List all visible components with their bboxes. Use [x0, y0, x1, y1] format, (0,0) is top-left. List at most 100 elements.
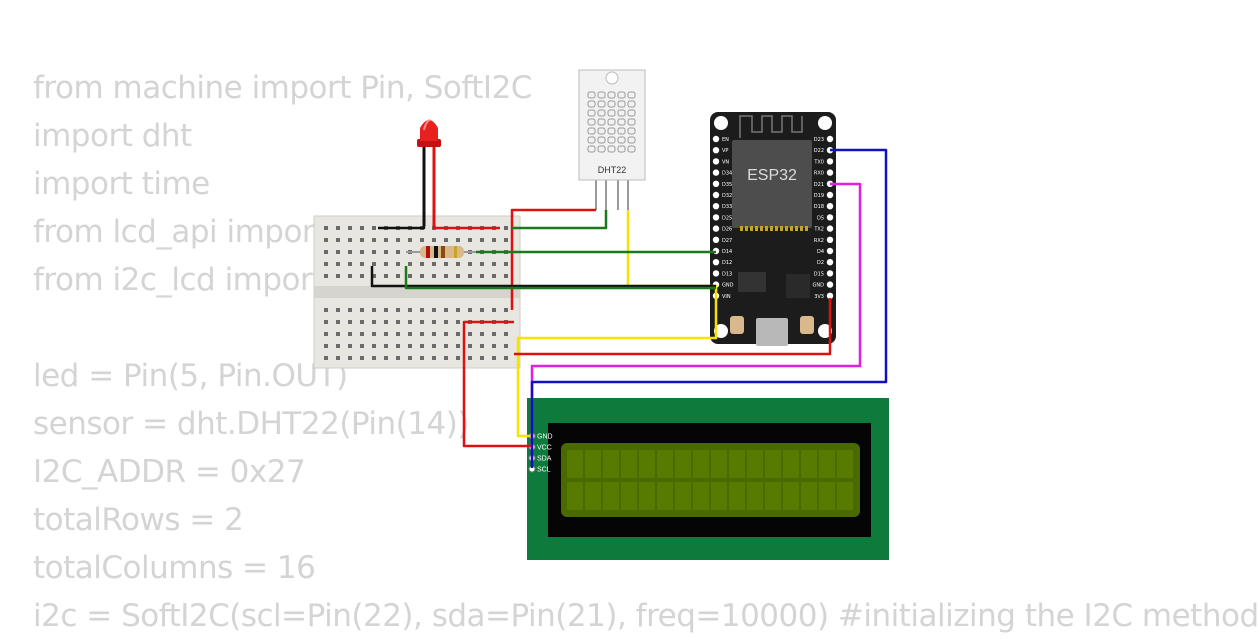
resistor[interactable]	[406, 246, 476, 258]
esp32-pin[interactable]	[826, 236, 834, 243]
breadboard-hole	[348, 262, 352, 266]
module-pad	[795, 226, 798, 231]
breadboard-hole	[324, 262, 328, 266]
breadboard-hole	[336, 320, 340, 324]
lcd-cell	[657, 482, 673, 510]
dht22-sensor[interactable]: DHT22	[578, 69, 646, 210]
breadboard-hole	[420, 320, 424, 324]
esp32-pin-label: D21	[814, 182, 824, 188]
esp32-pin[interactable]	[712, 270, 720, 277]
esp32-pin[interactable]	[712, 214, 720, 221]
esp32-pin[interactable]	[826, 169, 834, 176]
esp32-pin[interactable]	[826, 191, 834, 199]
breadboard-hole	[456, 332, 460, 336]
en-button[interactable]	[730, 316, 744, 334]
esp32-pin-label: D14	[722, 249, 732, 255]
dht22-vent-slot	[627, 136, 636, 144]
esp32-pin[interactable]	[712, 191, 720, 199]
code-line: totalRows = 2	[33, 502, 244, 538]
lcd-cell	[801, 450, 817, 478]
breadboard-hole	[456, 320, 460, 324]
esp32-pin-label: D2	[817, 260, 824, 266]
esp32-pin-label: VP	[722, 148, 728, 154]
dht22-vent-slot	[587, 109, 596, 117]
esp32-pin[interactable]	[826, 214, 834, 221]
breadboard-hole	[384, 250, 388, 254]
lcd-cell	[819, 450, 835, 478]
breadboard-hole	[432, 356, 436, 360]
breadboard-hole	[360, 356, 364, 360]
esp32-pin[interactable]	[712, 147, 720, 154]
esp32-pin[interactable]	[712, 169, 720, 176]
esp32-pin[interactable]	[712, 203, 720, 210]
esp32-pin-label: D12	[722, 260, 732, 266]
lcd-cell	[675, 450, 691, 478]
breadboard-hole	[420, 274, 424, 278]
lcd-cell	[747, 482, 763, 510]
breadboard-hole	[360, 250, 364, 254]
code-line: I2C_ADDR = 0x27	[33, 454, 306, 490]
breadboard-hole	[360, 320, 364, 324]
lcd-cell	[693, 482, 709, 510]
breadboard-hole	[432, 274, 436, 278]
esp32-pin[interactable]	[826, 225, 834, 232]
esp32-pin[interactable]	[826, 203, 834, 210]
circuit-diagram: DHT22 ESP32 ENVPVND34D35D32D33D25D26D27D…	[313, 69, 889, 560]
breadboard-hole	[336, 332, 340, 336]
esp32-pin[interactable]	[826, 158, 834, 165]
wire-dht-vcc	[510, 208, 596, 310]
esp32-pin[interactable]	[712, 236, 720, 243]
breadboard-hole	[444, 238, 448, 242]
esp32-pin[interactable]	[826, 259, 834, 266]
breadboard-hole	[420, 238, 424, 242]
breadboard-hole	[480, 274, 484, 278]
breadboard-hole	[336, 250, 340, 254]
mount-hole	[714, 324, 728, 338]
esp32-board[interactable]: ESP32 ENVPVND34D35D32D33D25D26D27D14D12D…	[710, 112, 836, 346]
esp32-pin[interactable]	[826, 247, 834, 255]
breadboard-hole	[348, 320, 352, 324]
esp32-pin-label: GND	[813, 283, 825, 289]
esp32-pin[interactable]	[712, 158, 720, 165]
esp32-pin[interactable]	[826, 281, 834, 288]
dht22-vent-slot	[597, 136, 606, 144]
mount-hole	[714, 116, 728, 130]
breadboard-hole	[492, 238, 496, 242]
breadboard-hole	[504, 238, 508, 242]
breadboard-hole	[444, 356, 448, 360]
esp32-pin[interactable]	[712, 180, 720, 187]
lcd-cell	[675, 482, 691, 510]
module-pad	[800, 226, 803, 231]
lcd-cell	[693, 450, 709, 478]
breadboard[interactable]	[313, 215, 521, 369]
module-pad	[760, 226, 763, 231]
breadboard-hole	[384, 356, 388, 360]
lcd-pin-label: VCC	[537, 445, 552, 452]
lcd-cell	[837, 482, 853, 510]
usb-port[interactable]	[756, 318, 788, 346]
breadboard-hole	[480, 238, 484, 242]
esp32-pin[interactable]	[826, 135, 834, 143]
breadboard-hole	[480, 332, 484, 336]
breadboard-hole	[324, 238, 328, 242]
dht22-vent-slot	[597, 118, 606, 126]
esp32-pin[interactable]	[712, 259, 720, 266]
red-led[interactable]	[417, 119, 441, 226]
resistor-band	[434, 246, 438, 258]
wire-led-gnd	[378, 226, 426, 230]
lcd-cell	[567, 482, 583, 510]
module-pad	[790, 226, 793, 231]
esp32-pin[interactable]	[712, 225, 720, 232]
breadboard-hole	[348, 308, 352, 312]
breadboard-hole	[384, 262, 388, 266]
esp32-pin[interactable]	[826, 292, 834, 299]
breadboard-hole	[468, 356, 472, 360]
breadboard-hole	[348, 274, 352, 278]
breadboard-hole	[324, 226, 328, 230]
esp32-pin[interactable]	[712, 135, 720, 143]
breadboard-hole	[456, 308, 460, 312]
boot-button[interactable]	[800, 316, 814, 334]
lcd-cell	[765, 450, 781, 478]
esp32-pin[interactable]	[826, 270, 834, 277]
